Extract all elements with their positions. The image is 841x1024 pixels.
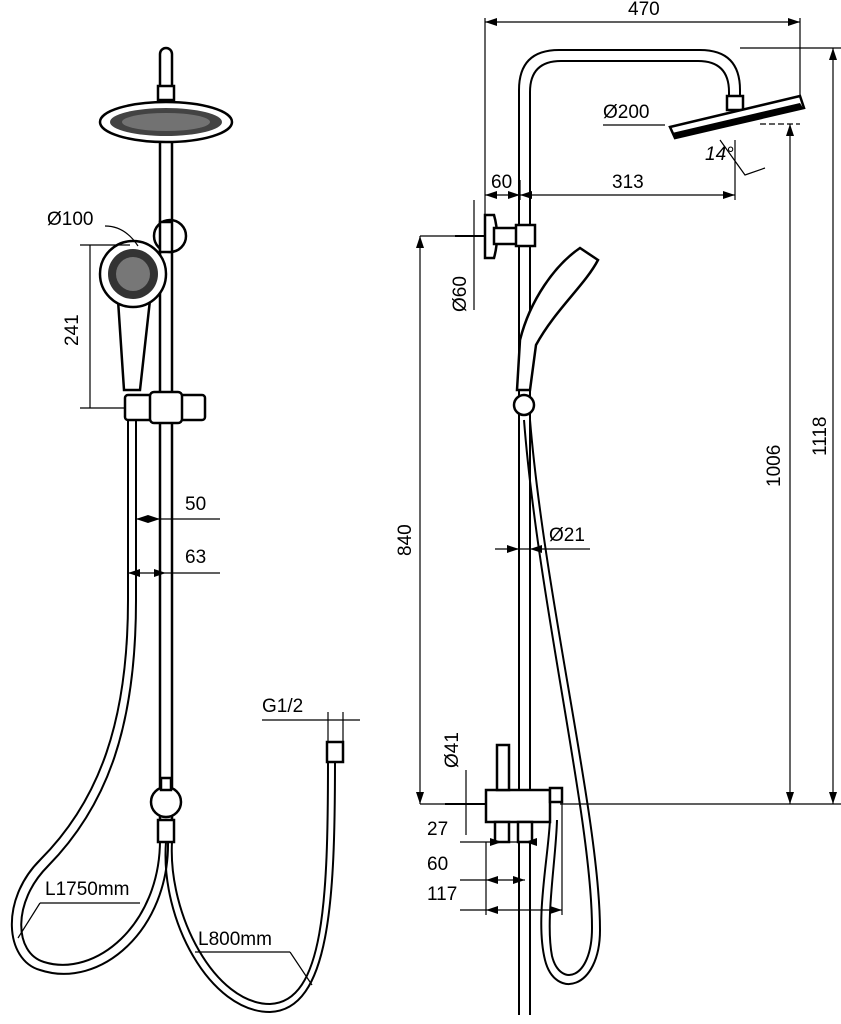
front-diverter xyxy=(149,785,183,819)
short-hose xyxy=(164,759,336,1014)
head-connector xyxy=(156,84,176,102)
dim-470: 470 xyxy=(628,0,660,20)
label-hand-shower-diameter: Ø100 xyxy=(47,209,93,230)
label-l800: L800mm xyxy=(198,929,272,950)
side-holder xyxy=(512,393,536,417)
dim-bracket-diameter: Ø60 xyxy=(450,276,471,312)
dim-63: 63 xyxy=(185,547,206,568)
long-hose xyxy=(10,420,170,975)
dim-1118: 1118 xyxy=(810,417,831,456)
front-view: 241 Ø100 50 63 G1/2 L1750mm L800mm xyxy=(10,46,360,1014)
label-l1750: L1750mm xyxy=(45,879,130,900)
label-g12: G1/2 xyxy=(262,696,303,717)
dim-27: 27 xyxy=(427,819,448,840)
dim-pipe-diameter: Ø21 xyxy=(549,525,585,546)
dim-313: 313 xyxy=(612,172,644,193)
dim-840: 840 xyxy=(395,524,416,556)
side-pipe xyxy=(518,49,741,1015)
side-hand-shower xyxy=(515,246,600,392)
dim-50: 50 xyxy=(185,494,206,515)
front-hand-shower xyxy=(98,239,168,392)
dim-60-wall: 60 xyxy=(491,172,512,193)
dim-241: 241 xyxy=(62,314,83,346)
side-hose xyxy=(529,419,602,985)
side-wall-bracket xyxy=(455,213,537,260)
dim-valve-diameter: Ø41 xyxy=(442,732,463,768)
dim-117: 117 xyxy=(427,884,457,905)
dim-60-valve: 60 xyxy=(427,854,448,875)
side-head-shower xyxy=(668,94,806,140)
front-head-shower xyxy=(98,84,234,144)
hose-connector xyxy=(325,740,345,764)
side-view: 470 Ø200 14° 60 313 Ø60 840 1006 1118 Ø2… xyxy=(395,0,841,1015)
front-rail xyxy=(158,46,174,840)
side-valve xyxy=(445,743,564,844)
dim-1006: 1006 xyxy=(764,445,785,487)
label-head-diameter: Ø200 xyxy=(603,102,649,123)
